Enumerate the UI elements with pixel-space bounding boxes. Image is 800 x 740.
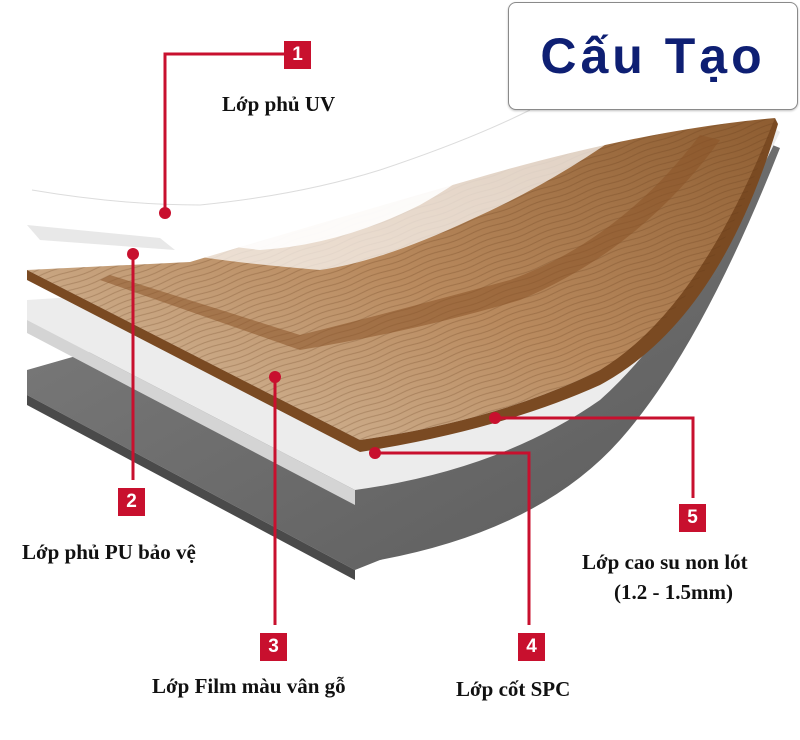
callout-lines [131, 52, 695, 625]
badge-4: 4 [518, 633, 545, 661]
layer-wood-film [27, 118, 778, 452]
label-spc-core: Lớp cốt SPC [456, 677, 571, 701]
layer-uv-coat [31, 109, 531, 250]
layer-spc-core [27, 125, 780, 505]
callout-dot-1 [159, 207, 171, 219]
badge-1: 1 [284, 41, 311, 69]
title-text: Cấu Tạo [540, 28, 766, 84]
layer-pu-coat [27, 120, 640, 270]
callout-line-5 [495, 416, 695, 498]
callout-dot-5 [489, 412, 501, 424]
callout-line-1 [163, 52, 285, 213]
callout-dot-3 [269, 371, 281, 383]
callout-dots [127, 207, 501, 459]
callout-line-4 [375, 451, 531, 625]
layer-rubber-base [27, 140, 780, 580]
callout-dot-4 [369, 447, 381, 459]
label-rubber-base: Lớp cao su non lót [582, 550, 748, 574]
label-rubber-thickness: (1.2 - 1.5mm) [614, 580, 733, 604]
badge-3: 3 [260, 633, 287, 661]
title-box: Cấu Tạo [508, 2, 798, 110]
badge-5: 5 [679, 504, 706, 532]
label-wood-film: Lớp Film màu vân gỗ [152, 674, 346, 698]
label-pu-coat: Lớp phủ PU bảo vệ [22, 540, 196, 564]
badge-2: 2 [118, 488, 145, 516]
callout-dot-2 [127, 248, 139, 260]
label-uv-coat: Lớp phủ UV [222, 92, 336, 116]
